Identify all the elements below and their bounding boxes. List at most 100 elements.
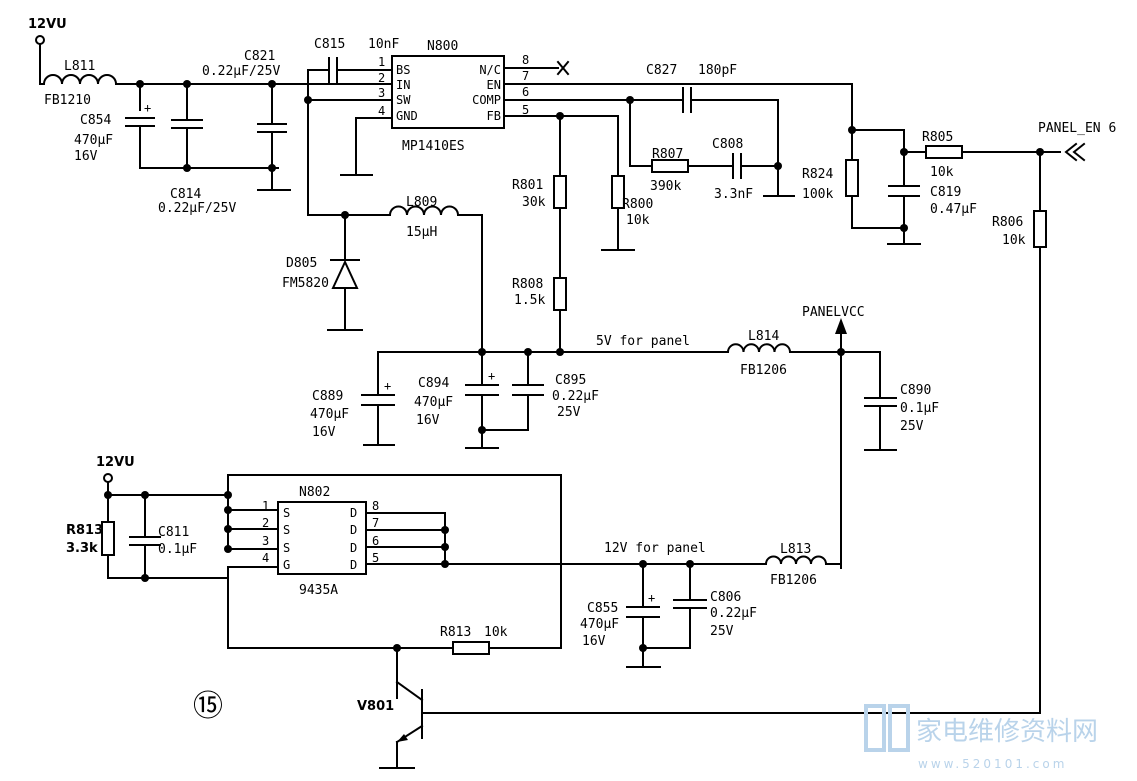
n800-pin1-name: BS (396, 63, 410, 77)
n800-pin2-num: 2 (378, 71, 385, 85)
r813b-ref: R813 (440, 625, 471, 640)
n802-pin3-name: S (283, 541, 290, 555)
r806-value: 10k (1002, 233, 1026, 248)
c806-rating: 25V (710, 624, 734, 639)
capacitor-c855 (626, 606, 660, 618)
n802-pin5-num: 5 (372, 551, 379, 565)
c889-ref: C889 (312, 389, 343, 404)
capacitor-c854 (125, 117, 155, 127)
capacitor-c806 (673, 599, 707, 609)
c889-value: 470μF (310, 407, 349, 422)
c855-value: 470μF (580, 617, 619, 632)
svg-text:+: + (144, 101, 151, 115)
capacitor-c819 (888, 185, 920, 197)
capacitor-c890 (864, 397, 897, 407)
vin-top-terminal (35, 35, 45, 45)
n800-pin4-num: 4 (378, 104, 385, 118)
resistor-r805 (925, 145, 963, 159)
resistor-r807 (651, 159, 689, 173)
d805-ref: D805 (286, 256, 317, 271)
r807-ref: R807 (652, 147, 683, 162)
capacitor-c895 (512, 384, 544, 396)
resistor-r813-b (452, 641, 490, 655)
c890-ref: C890 (900, 383, 931, 398)
svg-text:+: + (648, 591, 655, 605)
n802-pin2-num: 2 (262, 516, 269, 530)
transistor-v801 (397, 734, 408, 742)
net-12vu-bottom: 12VU (96, 455, 135, 470)
c808-value: 3.3nF (714, 187, 753, 202)
n802-pin4-num: 4 (262, 551, 269, 565)
ic-n800: BS IN SW GND N/C EN COMP FB 1 2 3 4 8 7 … (378, 53, 529, 129)
n802-pin6-num: 6 (372, 534, 379, 548)
watermark-text: 家电维修资料网 (916, 717, 1098, 747)
capacitor-c894 (465, 384, 499, 396)
r808-ref: R808 (512, 277, 543, 292)
c806-ref: C806 (710, 590, 741, 605)
l811-ref: L811 (64, 59, 95, 74)
n802-pin5-name: D (350, 558, 357, 572)
c890-value: 0.1μF (900, 401, 939, 416)
nc-marker (556, 60, 570, 76)
c890-rating: 25V (900, 419, 924, 434)
n800-pin5-name: FB (487, 109, 501, 123)
l811-value: FB1210 (44, 93, 91, 108)
wires (39, 43, 1061, 769)
l809-ref: L809 (406, 195, 437, 210)
ic-n802: S S S G D D D D 1 2 3 4 8 7 6 5 (262, 499, 379, 575)
c889-rating: 16V (312, 425, 336, 440)
n800-pin3-num: 3 (378, 86, 385, 100)
resistor-r808 (553, 277, 567, 311)
c894-ref: C894 (418, 376, 449, 391)
capacitor-c815 (328, 57, 338, 83)
n800-pin5-num: 5 (522, 103, 529, 117)
net-panelvcc: PANELVCC (802, 305, 865, 320)
net-5v-for-panel: 5V for panel (596, 334, 690, 349)
panelvcc-arrow (835, 318, 847, 334)
n802-pin6-name: D (350, 541, 357, 555)
r824-ref: R824 (802, 167, 833, 182)
c814-ref: C814 (170, 187, 201, 202)
c819-ref: C819 (930, 185, 961, 200)
net-12v-for-panel: 12V for panel (604, 541, 706, 556)
n800-pin6-num: 6 (522, 85, 529, 99)
svg-text:+: + (488, 369, 495, 383)
watermark-logo (864, 704, 910, 752)
r800-ref: R800 (622, 197, 653, 212)
vin-bottom-terminal (103, 473, 113, 483)
c815-value: 10nF (368, 37, 399, 52)
capacitor-c827 (682, 87, 692, 113)
resistor-r800 (611, 175, 625, 209)
capacitor-c808 (732, 153, 742, 179)
n800-part: MP1410ES (402, 139, 465, 154)
c821-value: 0.22μF/25V (202, 64, 280, 79)
c854-value: 470μF (74, 133, 113, 148)
r806-ref: R806 (992, 215, 1023, 230)
c811-value: 0.1μF (158, 542, 197, 557)
n802-pin1-name: S (283, 506, 290, 520)
n800-pin1-num: 1 (378, 55, 385, 69)
l809-value: 15μH (406, 225, 437, 240)
n800-pin7-name: EN (487, 78, 501, 92)
n802-pin8-name: D (350, 506, 357, 520)
junction-dots (104, 80, 1044, 652)
n802-pin4-name: G (283, 558, 290, 572)
l813-value: FB1206 (770, 573, 817, 588)
c827-ref: C827 (646, 63, 677, 78)
n802-pin8-num: 8 (372, 499, 379, 513)
c806-value: 0.22μF (710, 606, 757, 621)
panel-en-connector (1064, 142, 1086, 162)
capacitor-c889 (361, 394, 395, 406)
n802-pin7-name: D (350, 523, 357, 537)
v801-ref: V801 (357, 699, 394, 714)
resistor-r806 (1033, 210, 1047, 248)
n802-pin1-num: 1 (262, 499, 269, 513)
c895-value: 0.22μF (552, 389, 599, 404)
n800-pin4-name: GND (396, 109, 418, 123)
page-number: ⑮ (193, 689, 223, 724)
n800-ref: N800 (427, 39, 458, 54)
r813a-value: 3.3k (66, 541, 98, 556)
l813-ref: L813 (780, 542, 811, 557)
c815-ref: C815 (314, 37, 345, 52)
